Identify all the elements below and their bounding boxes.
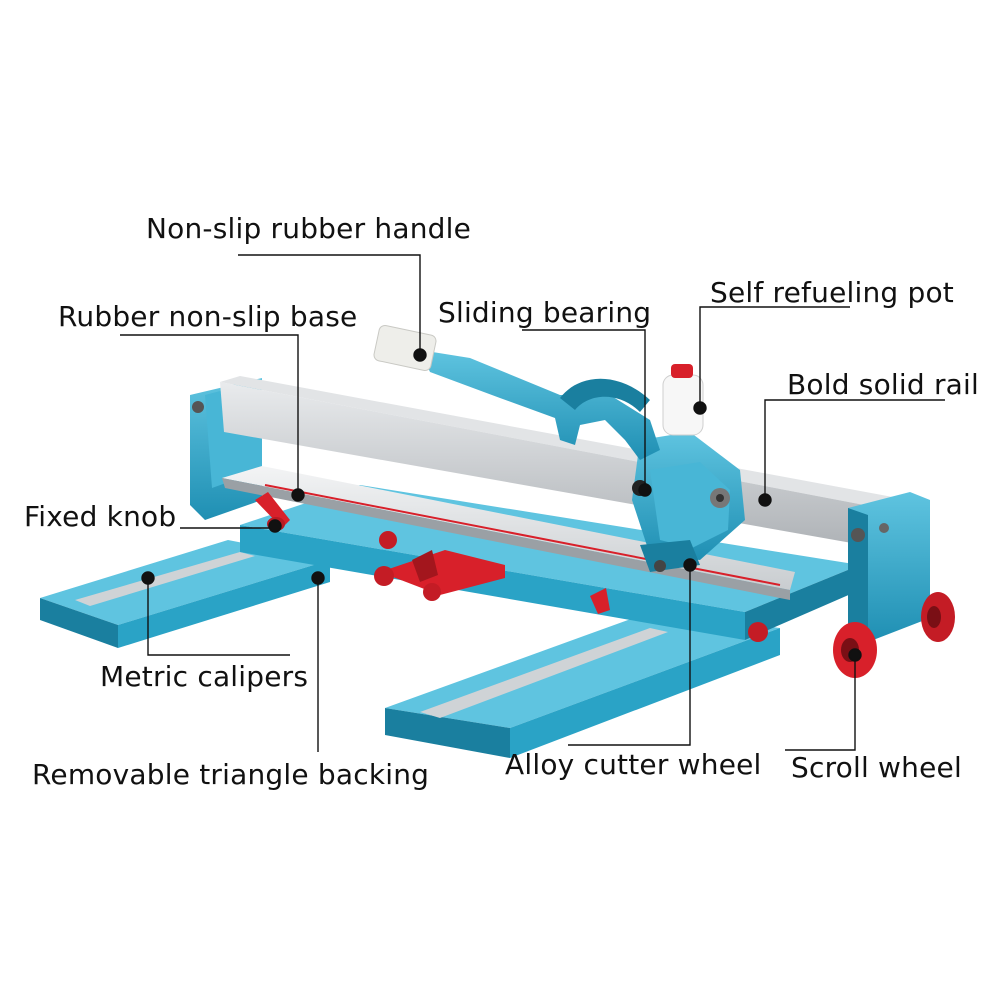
rubber-grip (373, 324, 437, 372)
leader-rail (764, 399, 945, 500)
callout-calipers: Metric calipers (100, 660, 309, 693)
leader-bearing (522, 329, 646, 490)
callout-bearing: Sliding bearing (438, 296, 652, 329)
callout-pot: Self refueling pot (710, 276, 954, 309)
leader-lines (120, 254, 945, 752)
callout-knob: Fixed knob (24, 500, 177, 533)
callout-backing: Removable triangle backing (32, 758, 430, 791)
callout-handle: Non-slip rubber handle (146, 212, 472, 245)
left-foot (40, 540, 330, 648)
refueling-pot (662, 364, 704, 436)
leader-base (120, 334, 299, 495)
left-ruler-scale (75, 552, 255, 606)
end-stop (590, 588, 768, 642)
leader-calipers (147, 578, 290, 656)
leader-handle (238, 254, 421, 355)
right-end-post (848, 492, 930, 642)
right-ruler-scale (420, 628, 668, 718)
leader-scroll (785, 655, 856, 751)
cutter-carriage (632, 432, 745, 572)
triangle-backing (374, 531, 505, 601)
callout-scroll: Scroll wheel (791, 751, 962, 784)
callout-rail: Bold solid rail (787, 368, 979, 401)
callout-cutter: Alloy cutter wheel (505, 748, 762, 781)
leader-pot (699, 306, 850, 408)
cutter-wheel-mark (654, 560, 666, 572)
leader-cutter (568, 565, 691, 746)
right-foot (385, 612, 780, 758)
callout-base: Rubber non-slip base (58, 300, 358, 333)
